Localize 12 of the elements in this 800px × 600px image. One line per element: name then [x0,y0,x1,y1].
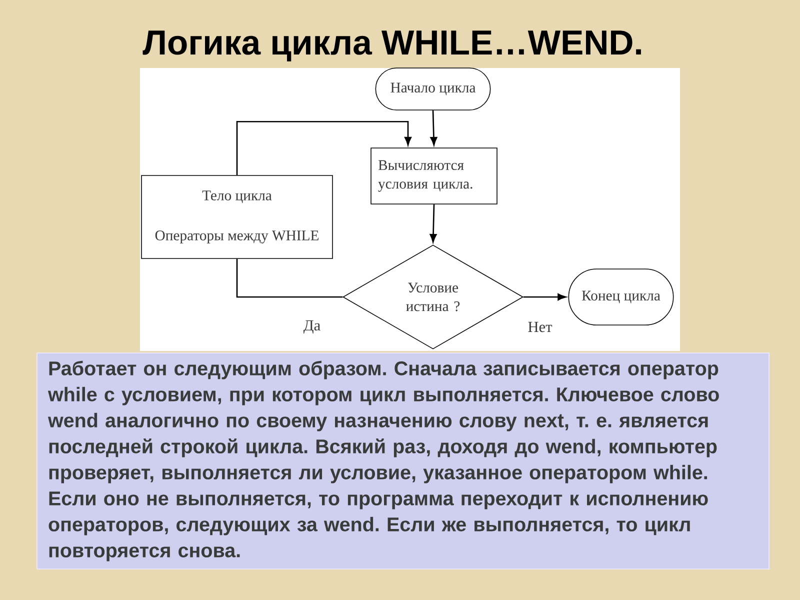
edge-label: Да [302,319,322,335]
edge-label: Нет [526,320,554,334]
text-box: Работает он следующим образом. Сначала записывается оператор while с условием, при котором цикл выполняется. Ключевое слово wend аналогично по своему назначению слову next, т. е. является последней строкой цикла. Всякий раз, доходя до wend, компьютер проверяет, выполняется ли условие, указанное оператором while. Если оно не выполняется, то программа переходит к исполнению операторов, следующих за wend. Если же выполняется, то цикл повторяется снова. [36,352,770,570]
connector-line [236,258,343,298]
arrow [430,204,437,243]
process-box: Тело цикла Операторы между WHILE [141,175,333,259]
arrow [430,110,438,146]
terminator: Начало цикла [375,68,491,110]
arrow [523,294,566,301]
process-box: Вычисляются условия цикла. [370,148,498,204]
arrow [236,120,412,176]
title: Логика цикла WHILE…WEND. [142,30,641,62]
